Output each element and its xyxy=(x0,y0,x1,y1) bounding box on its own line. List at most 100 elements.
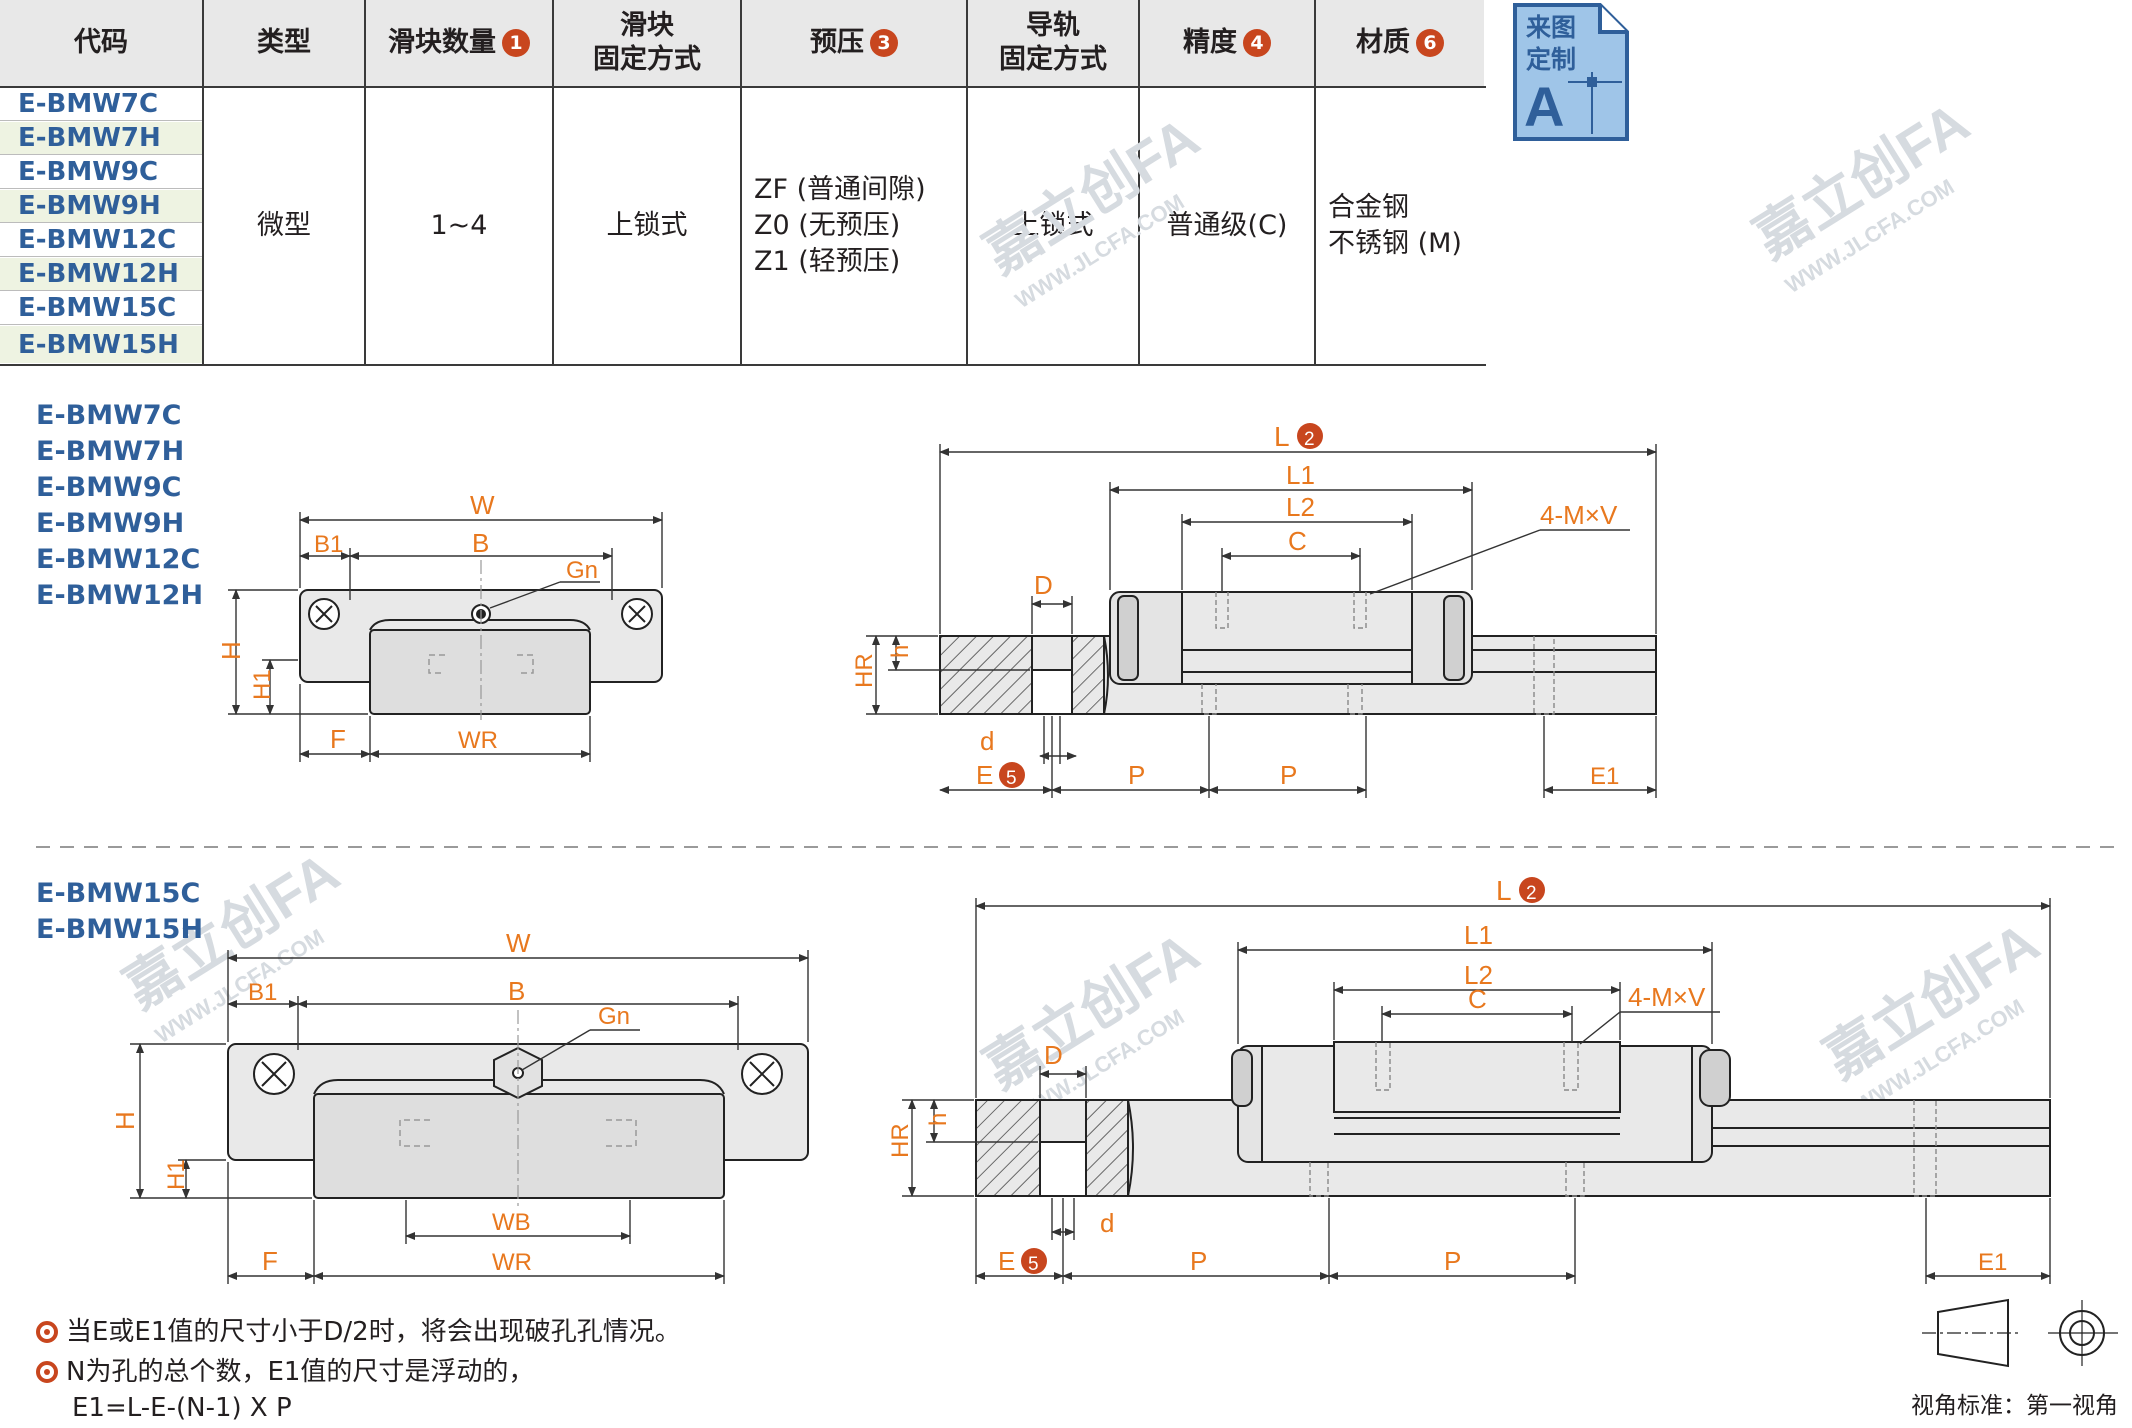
group2-models: E-BMW15C E-BMW15H xyxy=(36,878,204,945)
header-block-mount: 滑块 固定方式 xyxy=(554,0,742,86)
dim-L1: L1 xyxy=(1464,920,1493,950)
svg-text:2: 2 xyxy=(1526,883,1537,904)
dim-P: P xyxy=(1190,1246,1207,1276)
dim-h: h xyxy=(887,645,914,658)
dim-E1: E1 xyxy=(1590,763,1619,790)
dim-B1: B1 xyxy=(314,531,343,558)
column-divider xyxy=(202,0,204,366)
dim-W: W xyxy=(470,490,495,520)
dim-B1: B1 xyxy=(248,979,277,1006)
dim-WR: WR xyxy=(458,727,498,754)
dim-L2: L2 xyxy=(1286,492,1315,522)
dim-H1: H1 xyxy=(163,1159,190,1190)
block-count-value: 1~4 xyxy=(430,210,488,241)
header-divider xyxy=(0,86,1486,88)
material-option: 不锈钢 (M) xyxy=(1328,228,1462,259)
column-divider xyxy=(1138,0,1140,366)
accuracy-value: 普通级(C) xyxy=(1166,210,1288,241)
code-cell: E-BMW7H xyxy=(0,122,202,155)
dim-P: P xyxy=(1280,760,1297,790)
code-cell: E-BMW12H xyxy=(0,258,202,291)
dim-B: B xyxy=(472,528,489,558)
svg-text:2: 2 xyxy=(1304,429,1315,450)
dim-h: h xyxy=(925,1113,952,1126)
dim-WR: WR xyxy=(492,1249,532,1276)
group1-models: E-BMW7C E-BMW7H E-BMW9C E-BMW9H E-BMW12C… xyxy=(36,400,204,611)
header-type: 类型 xyxy=(204,0,366,86)
header-code: 代码 xyxy=(0,0,204,86)
note-marker-3: 3 xyxy=(870,29,898,57)
dim-L-label: L 2 xyxy=(1274,421,1323,452)
dim-H: H xyxy=(216,641,246,660)
side-view-small xyxy=(939,591,1657,715)
dim-Gn: Gn xyxy=(566,557,598,584)
projection-standard-label: 视角标准：第一视角 xyxy=(1911,1393,2118,1419)
dim-MxV: 4-M×V xyxy=(1540,500,1618,530)
side-view-small-dims xyxy=(866,444,1657,798)
badge-line1: 来图 xyxy=(1526,14,1576,42)
badge-letter: A xyxy=(1524,75,1564,138)
dim-W: W xyxy=(506,928,531,958)
dim-L1: L1 xyxy=(1286,460,1315,490)
note-marker-1: 1 xyxy=(502,29,530,57)
svg-text:5: 5 xyxy=(1006,768,1017,789)
table-bottom-border xyxy=(0,364,1486,366)
svg-text:E: E xyxy=(998,1246,1015,1276)
badge-line2: 定制 xyxy=(1526,45,1576,74)
dim-P: P xyxy=(1128,760,1145,790)
column-divider xyxy=(1314,0,1316,366)
dim-Gn: Gn xyxy=(598,1003,630,1030)
code-cell: E-BMW9H xyxy=(0,190,202,223)
rail-mount-value: 上锁式 xyxy=(1012,210,1094,241)
dim-E-label: E 5 xyxy=(976,760,1025,790)
note-bullet-icon xyxy=(36,1321,58,1343)
end-view-large xyxy=(227,1010,809,1210)
preload-option: ZF (普通间隙) xyxy=(754,174,926,205)
end-view-small xyxy=(299,560,663,720)
note-marker-4: 4 xyxy=(1243,29,1271,57)
note-2: N为孔的总个数，E1值的尺寸是浮动的， xyxy=(36,1352,534,1392)
dim-E1: E1 xyxy=(1978,1249,2007,1276)
type-value: 微型 xyxy=(257,210,311,241)
svg-text:E: E xyxy=(976,760,993,790)
dim-d: d xyxy=(1100,1208,1114,1238)
code-cell: E-BMW9C xyxy=(0,156,202,189)
column-divider xyxy=(552,0,554,366)
preload-value: ZF (普通间隙) Z0 (无预压) Z1 (轻预压) xyxy=(742,88,966,364)
dim-L-label: L 2 xyxy=(1496,875,1545,906)
note-1: 当E或E1值的尺寸小于D/2时，将会出现破孔孔情况。 xyxy=(36,1312,681,1352)
code-cell: E-BMW15H xyxy=(0,326,202,363)
first-angle-projection-icon xyxy=(1922,1298,2118,1368)
dim-L2: L2 xyxy=(1464,960,1493,990)
column-divider xyxy=(966,0,968,366)
svg-text:L: L xyxy=(1496,875,1512,906)
side-view-large xyxy=(975,1041,2051,1197)
block-mount-value: 上锁式 xyxy=(606,210,688,241)
side-view-large-dims xyxy=(902,898,2051,1284)
note-3: E1=L-E-(N-1) X P xyxy=(72,1393,292,1423)
dim-F: F xyxy=(330,724,346,754)
custom-drawing-badge[interactable]: 来图 定制 A xyxy=(1512,2,1630,146)
dim-H: H xyxy=(110,1111,140,1130)
dim-d: d xyxy=(980,726,994,756)
preload-option: Z1 (轻预压) xyxy=(754,246,901,277)
end-view-large-dims xyxy=(130,950,809,1284)
note-bullet-icon xyxy=(36,1361,58,1383)
document-icon: 来图 定制 A xyxy=(1513,3,1629,141)
column-divider xyxy=(364,0,366,366)
code-cell: E-BMW12C xyxy=(0,224,202,257)
code-cell: E-BMW15C xyxy=(0,292,202,325)
dim-H1: H1 xyxy=(249,669,276,700)
material-option: 合金钢 xyxy=(1328,192,1409,223)
dim-HR: HR xyxy=(887,1123,914,1158)
dim-D: D xyxy=(1044,1040,1063,1070)
material-value: 合金钢 不锈钢 (M) xyxy=(1316,88,1486,364)
dim-E-label: E 5 xyxy=(998,1246,1047,1276)
end-view-small-dims xyxy=(228,512,663,762)
